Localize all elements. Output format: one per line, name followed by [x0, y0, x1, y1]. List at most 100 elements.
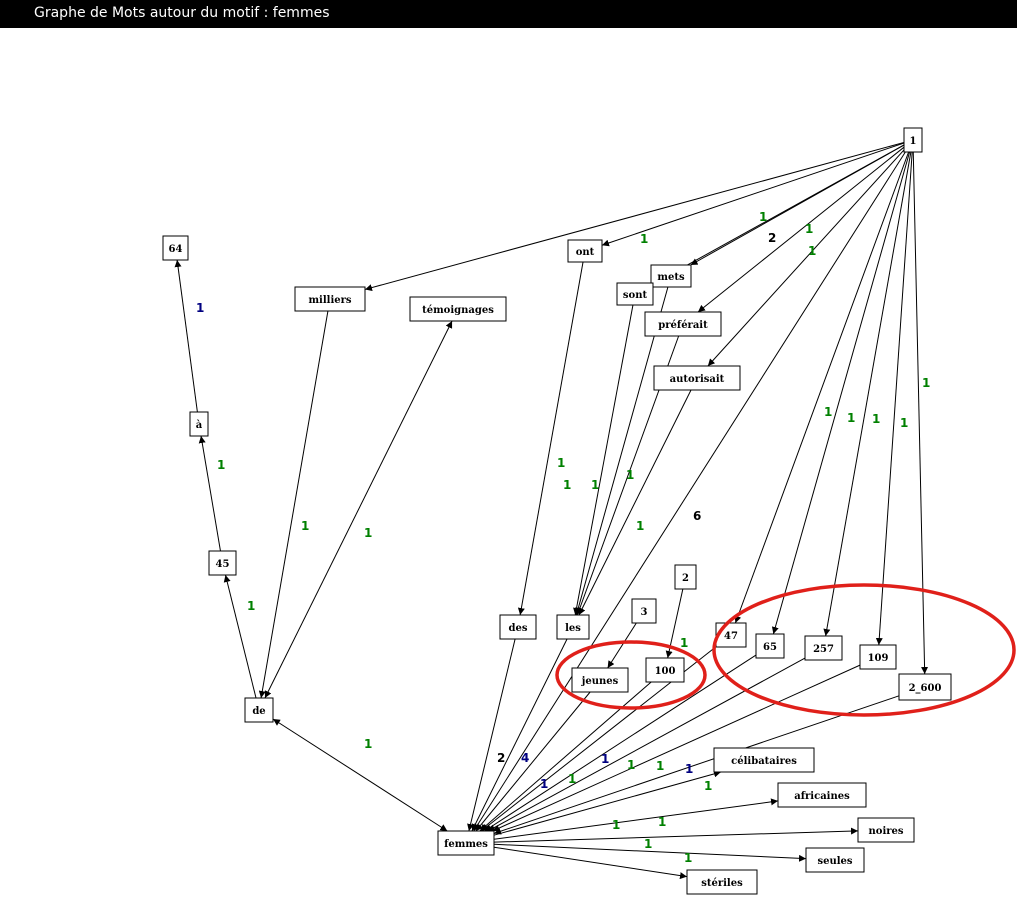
node-afric[interactable]: africaines	[777, 782, 867, 808]
node-box	[804, 635, 843, 661]
edge-femmes-celib	[493, 770, 722, 836]
edge-jeunes-femmes	[475, 691, 591, 832]
node-steriles[interactable]: stériles	[686, 869, 758, 895]
node-de[interactable]: de	[244, 697, 274, 723]
edge-label-n1-autor: 1	[808, 244, 816, 258]
edge-label-milliers-de: 1	[301, 519, 309, 533]
node-les[interactable]: les	[556, 614, 590, 640]
edge-n257-femmes	[487, 657, 806, 832]
node-box	[616, 282, 654, 306]
edge-autor-les	[578, 389, 692, 616]
edge-label-femmes-seules: 1	[644, 837, 652, 851]
node-label: célibataires	[731, 756, 797, 767]
node-label: 2	[682, 573, 689, 584]
edge-label-autor-les: 1	[636, 519, 644, 533]
node-label: témoignages	[422, 305, 494, 316]
node-box	[653, 365, 741, 391]
node-milliers[interactable]: milliers	[294, 286, 366, 312]
node-box	[713, 747, 815, 773]
title-bar: Graphe de Mots autour du motif : femmes	[0, 0, 1017, 28]
node-label: 100	[655, 666, 676, 677]
node-n47[interactable]: 47	[715, 622, 747, 648]
node-n100[interactable]: 100	[645, 657, 685, 683]
node-box	[499, 614, 537, 640]
node-femmes[interactable]: femmes	[437, 830, 495, 856]
node-label: 65	[763, 642, 777, 653]
edge-label-de-temoi: 1	[364, 526, 372, 540]
edge-n1-sont	[652, 144, 905, 285]
edge-label-n100-femmes: 1	[540, 777, 548, 791]
edge-label-ont-des: 1	[557, 456, 565, 470]
edge-label-n2600-femmes: 1	[685, 762, 693, 776]
node-celib[interactable]: célibataires	[713, 747, 815, 773]
edge-label-a-n64: 1	[196, 301, 204, 315]
edge-label-n45-a: 1	[217, 458, 225, 472]
edge-label-n1-n109: 1	[900, 416, 908, 430]
node-prefer[interactable]: préférait	[644, 311, 722, 337]
edge-n1-n2600	[912, 151, 929, 675]
edge-label-mets-les: 1	[591, 478, 599, 492]
edge-label-les-femmes: 4	[521, 751, 529, 765]
edge-a-n64	[174, 259, 198, 413]
edge-mets-les	[574, 286, 669, 616]
node-label: sont	[623, 290, 648, 301]
highlight-ellipse-jeunes-100	[555, 640, 707, 710]
edge-label-femmes-afric: 1	[612, 818, 620, 832]
node-box	[903, 127, 923, 153]
node-autor[interactable]: autorisait	[653, 365, 741, 391]
node-label: noires	[869, 826, 904, 837]
node-box	[686, 869, 758, 895]
node-n3[interactable]: 3	[631, 598, 657, 624]
node-box	[674, 564, 697, 590]
node-box	[571, 667, 629, 693]
node-temoi[interactable]: témoignages	[409, 296, 507, 322]
edge-label-n1-n257: 1	[872, 412, 880, 426]
edge-de-n45	[223, 574, 257, 699]
node-n45[interactable]: 45	[208, 550, 237, 576]
node-box	[650, 264, 692, 288]
edge-label-n109-femmes: 1	[656, 759, 664, 773]
node-n2600[interactable]: 2_600	[898, 673, 952, 701]
node-box	[189, 411, 209, 437]
edge-label-n1-ont: 1	[640, 232, 648, 246]
node-box	[567, 239, 603, 263]
node-seules[interactable]: seules	[805, 847, 865, 873]
node-box	[437, 830, 495, 856]
edge-label-de-n45: 1	[247, 599, 255, 613]
node-box	[208, 550, 237, 576]
edge-label-prefer-les: 1	[626, 468, 634, 482]
node-n257[interactable]: 257	[804, 635, 843, 661]
edge-femmes-noires	[493, 827, 859, 843]
node-a[interactable]: à	[189, 411, 209, 437]
node-label: milliers	[308, 295, 351, 306]
node-n109[interactable]: 109	[859, 644, 897, 670]
edge-label-des-femmes: 2	[497, 751, 505, 765]
node-box	[631, 598, 657, 624]
node-jeunes[interactable]: jeunes	[571, 667, 629, 693]
edge-label-n1-prefer: 1	[805, 222, 813, 236]
node-label: de	[252, 706, 265, 717]
edge-label-n1-n2600: 1	[922, 376, 930, 390]
edge-label-femmes-noires: 1	[658, 815, 666, 829]
edge-n65-femmes	[484, 654, 757, 832]
node-n65[interactable]: 65	[755, 633, 785, 659]
node-box	[409, 296, 507, 322]
edge-n2600-femmes	[493, 695, 900, 835]
node-n64[interactable]: 64	[162, 235, 189, 261]
node-label: mets	[657, 272, 685, 283]
highlight-ellipse-47-2600	[712, 583, 1016, 717]
node-noires[interactable]: noires	[857, 817, 915, 843]
edge-label-n2-n100: 1	[680, 636, 688, 650]
node-sont[interactable]: sont	[616, 282, 654, 306]
node-label: 3	[641, 607, 648, 618]
node-box	[755, 633, 785, 659]
edge-n1-autor	[707, 149, 905, 367]
node-ont[interactable]: ont	[567, 239, 603, 263]
node-n2[interactable]: 2	[674, 564, 697, 590]
node-des[interactable]: des	[499, 614, 537, 640]
node-n1[interactable]: 1	[903, 127, 923, 153]
node-mets[interactable]: mets	[650, 264, 692, 288]
edge-label-n1-femmes: 6	[693, 509, 701, 523]
node-box	[859, 644, 897, 670]
